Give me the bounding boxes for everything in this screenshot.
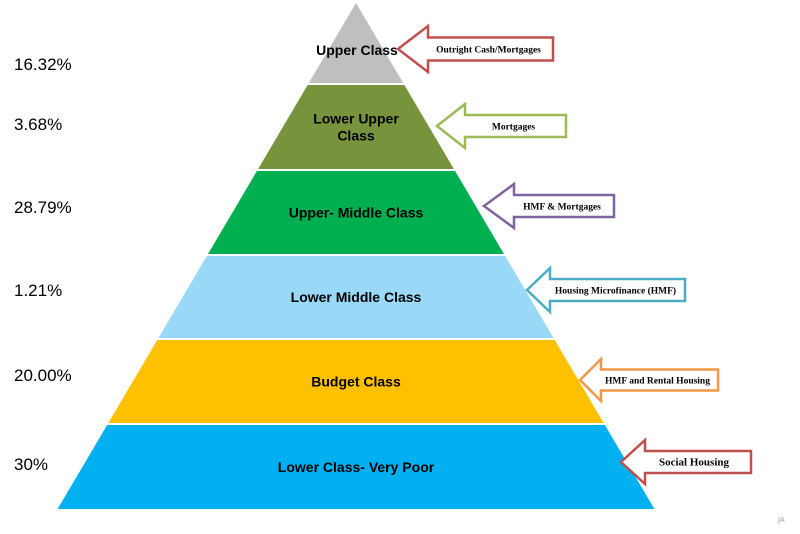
arrow-label-lower-middle-class: Housing Microfinance (HMF) [555,286,676,297]
tier-lower-middle-class [158,256,554,338]
tier-label-line: Lower Middle Class [291,289,422,305]
tier-label-lower-class-very-poor: Lower Class- Very Poor [278,459,435,475]
arrow-label-lower-upper-class: Mortgages [492,123,536,133]
pyramid-tiers [57,3,655,509]
arrow-lower-upper-class [434,101,568,151]
corner-mark: JA [777,516,785,524]
arrow-label-upper-middle-class: HMF & Mortgages [523,203,601,213]
arrow-label-upper-class: Outright Cash/Mortgages [436,46,541,56]
percent-upper-middle-class: 28.79% [14,198,72,217]
tier-label-line: Class [337,128,375,144]
arrow-label-budget-class: HMF and Rental Housing [605,377,710,387]
arrow-lower-class-very-poor [619,437,753,487]
percent-upper-class: 16.32% [14,55,72,74]
tier-lower-upper-class [258,85,454,169]
tier-label-upper-class: Upper Class [316,42,398,58]
percent-lower-class-very-poor: 30% [14,455,48,474]
tier-upper-class [308,3,404,83]
tier-label-line: Lower Upper [313,111,399,127]
tier-label-line: Budget Class [311,374,401,390]
tier-upper-middle-class [207,171,505,254]
arrow-budget-class [578,355,720,405]
tier-label-line: Upper- Middle Class [289,205,424,221]
percent-budget-class: 20.00% [14,366,72,385]
arrow-upper-middle-class [481,181,616,231]
arrow-lower-middle-class [525,265,687,315]
tier-label-lower-middle-class: Lower Middle Class [291,289,422,305]
arrow-upper-class [395,23,555,75]
tier-label-line: Lower Class- Very Poor [278,459,435,475]
tier-label-line: Upper Class [316,42,398,58]
percent-labels: 16.32% 3.68% 28.79% 1.21% 20.00% 30% [14,55,72,474]
percent-lower-upper-class: 3.68% [14,115,62,134]
tier-budget-class [108,340,604,423]
tier-lower-class-very-poor [57,425,655,509]
tier-label-budget-class: Budget Class [311,374,401,390]
tier-label-upper-middle-class: Upper- Middle Class [289,205,424,221]
percent-lower-middle-class: 1.21% [14,281,62,300]
arrow-label-lower-class-very-poor: Social Housing [659,457,729,469]
